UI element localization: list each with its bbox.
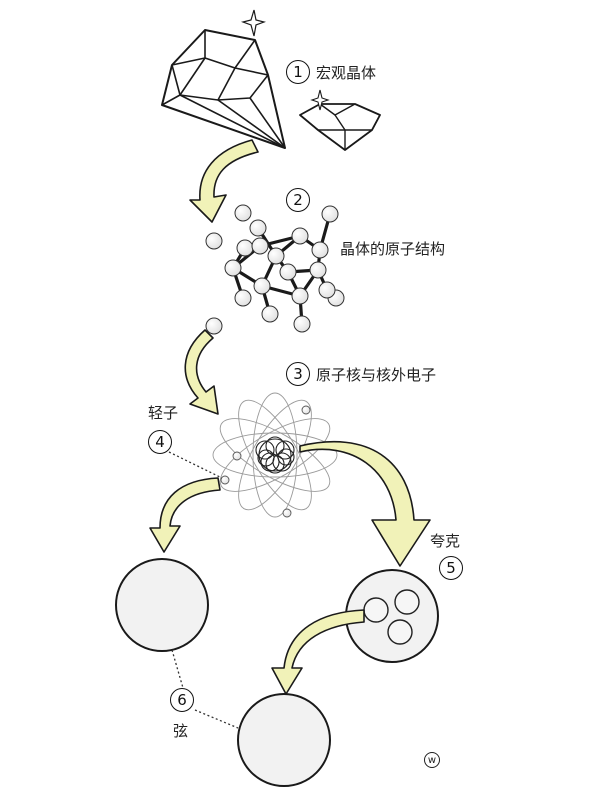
stage-3-label: 原子核与核外电子	[316, 366, 437, 384]
stage-5-number: 5	[439, 556, 463, 580]
stage-3-number: 3	[286, 362, 310, 386]
stage-1-number: 1	[286, 60, 310, 84]
arrow-electron-to-lepton	[149, 477, 221, 553]
stage-4-label: 轻子	[148, 404, 179, 422]
stage-2-label: 晶体的原子结构	[340, 240, 446, 258]
atom-model	[212, 392, 338, 518]
arrow-nucleus-to-quarks	[299, 441, 431, 567]
quark-sphere	[345, 569, 439, 663]
arrow-lattice-to-atom	[184, 329, 219, 415]
string-sphere	[237, 693, 331, 787]
atomic-lattice	[205, 204, 345, 335]
leader-lines	[168, 451, 239, 729]
lepton-sphere	[115, 558, 209, 652]
arrow-quark-to-string	[271, 609, 365, 695]
large-diamond-crystal	[161, 29, 286, 149]
watermark-logo: w	[424, 752, 440, 768]
small-diamond-crystal	[299, 103, 381, 151]
stage-4-number: 4	[148, 430, 172, 454]
stage-6-label: 弦	[173, 722, 189, 740]
sparkle-icon	[310, 89, 330, 111]
stage-6-number: 6	[170, 688, 194, 712]
stage-2-number: 2	[286, 188, 310, 212]
sparkle-icon	[240, 9, 267, 37]
stage-1-label: 宏观晶体	[316, 64, 377, 82]
nucleus	[255, 436, 295, 474]
stage-5-label: 夸克	[430, 532, 461, 550]
arrow-crystal-to-atoms	[189, 139, 259, 223]
